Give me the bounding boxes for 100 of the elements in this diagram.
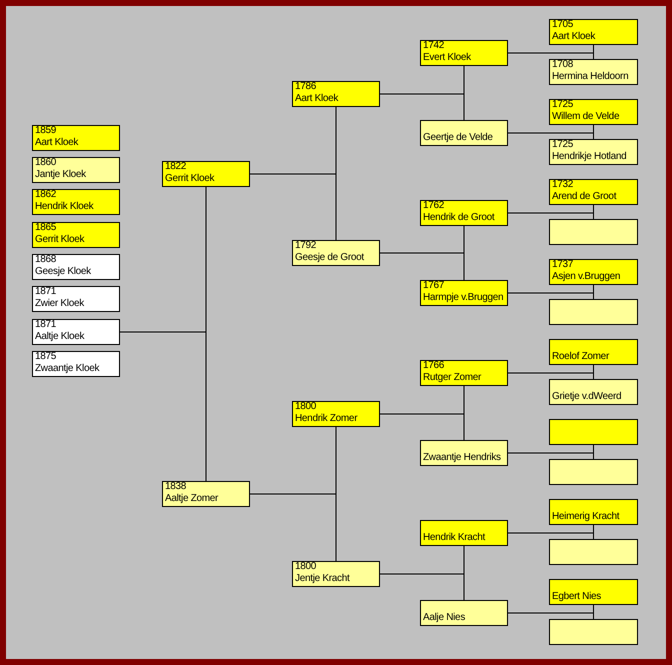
person-name: Roelof Zomer: [552, 351, 610, 363]
person-box: [549, 179, 638, 205]
person-name: Aart Kloek: [35, 137, 80, 149]
person-name: Aalje Nies: [423, 612, 466, 624]
birth-year: 1732: [552, 179, 574, 191]
person-box: [549, 219, 638, 245]
person-box: [549, 539, 638, 565]
connector-line: [508, 52, 594, 60]
person-name: Hermina Heldoorn: [552, 71, 630, 83]
person-box: [162, 161, 250, 187]
birth-year: 1767: [423, 280, 446, 292]
person-name: Harmpje v.Bruggen: [423, 292, 504, 304]
person-box: [549, 499, 638, 525]
person-box: [549, 59, 638, 85]
connector-line: [380, 94, 464, 120]
person-name: Hendrikje Hotland: [552, 151, 628, 163]
person-name: Gerrit Kloek: [35, 234, 86, 246]
person-name: Jentje Kracht: [295, 573, 351, 585]
connector-line: [380, 414, 464, 440]
person-box: [549, 419, 638, 445]
person-name: Hendrik Kloek: [35, 201, 94, 213]
person-box: [420, 280, 508, 306]
person-name: Geesje de Groot: [295, 252, 366, 264]
person-box: [549, 99, 638, 125]
person-name: Rutger Zomer: [423, 372, 482, 384]
person-name: Grietje v.dWeerd: [552, 391, 622, 403]
birth-year: 1737: [552, 259, 574, 271]
birth-year: 1865: [35, 222, 58, 234]
birth-year: 1766: [423, 360, 446, 372]
person-box: [549, 19, 638, 45]
person-name: Zwaantje Kloek: [35, 363, 100, 375]
connector-line: [508, 452, 594, 460]
person-box: [549, 299, 638, 325]
person-box: [549, 259, 638, 285]
person-name: Jantje Kloek: [35, 169, 87, 181]
person-box: [420, 600, 508, 626]
person-box: [549, 339, 638, 365]
birth-year: 1860: [35, 157, 58, 169]
connector-line: [508, 212, 594, 220]
person-name: Willem de Velde: [552, 111, 620, 123]
connector-line: [508, 532, 594, 540]
person-box: [162, 481, 250, 507]
connector-line: [380, 574, 464, 600]
person-name: Heimerig Kracht: [552, 511, 620, 523]
person-box: [549, 459, 638, 485]
person-name: Aart Kloek: [295, 93, 340, 105]
person-name: Gerrit Kloek: [165, 173, 216, 185]
birth-year: 1708: [552, 59, 574, 71]
birth-year: 1792: [295, 240, 318, 252]
connector-line: [508, 132, 594, 140]
person-name: Aart Kloek: [552, 31, 596, 43]
person-box: [420, 120, 508, 146]
person-box: [420, 200, 508, 226]
person-box: [549, 139, 638, 165]
connector-line: [250, 174, 336, 240]
birth-year: 1786: [295, 81, 318, 93]
person-name: Aaltje Zomer: [165, 493, 220, 505]
person-name: Zwaantje Hendriks: [423, 452, 502, 464]
person-box: [32, 157, 120, 183]
person-box: [32, 319, 120, 345]
birth-year: 1705: [552, 19, 574, 31]
person-box: [32, 189, 120, 215]
birth-year: 1859: [35, 125, 58, 137]
person-box: [32, 222, 120, 248]
birth-year: 1742: [423, 40, 446, 52]
person-box: [292, 81, 380, 107]
birth-year: 1800: [295, 561, 318, 573]
person-name: Hendrik de Groot: [423, 212, 496, 224]
person-box: [549, 379, 638, 405]
birth-year: 1822: [165, 161, 188, 173]
birth-year: 1871: [35, 286, 58, 298]
person-name: Aaltje Kloek: [35, 331, 86, 343]
person-box: [420, 40, 508, 66]
connector-line: [250, 494, 336, 562]
person-box: [549, 619, 638, 645]
person-name: Hendrik Kracht: [423, 532, 486, 544]
connector-line: [120, 332, 206, 482]
connector-line: [508, 292, 594, 300]
person-box: [32, 125, 120, 151]
birth-year: 1868: [35, 254, 58, 266]
birth-year: 1725: [552, 139, 574, 151]
connector-line: [380, 252, 464, 280]
birth-year: 1725: [552, 99, 574, 111]
person-box: [32, 286, 120, 312]
person-box: [292, 561, 380, 587]
person-name: Asjen v.Bruggen: [552, 271, 622, 283]
person-name: Zwier Kloek: [35, 298, 86, 310]
person-box: [420, 360, 508, 386]
birth-year: 1871: [35, 319, 58, 331]
person-name: Geertje de Velde: [423, 132, 494, 144]
birth-year: 1800: [295, 401, 318, 413]
birth-year: 1875: [35, 351, 58, 363]
person-box: [32, 351, 120, 377]
person-box: [549, 579, 638, 605]
person-box: [292, 240, 380, 266]
connector-line: [508, 612, 594, 620]
person-name: Evert Kloek: [423, 52, 472, 64]
birth-year: 1762: [423, 200, 446, 212]
birth-year: 1838: [165, 481, 188, 493]
person-box: [292, 401, 380, 427]
